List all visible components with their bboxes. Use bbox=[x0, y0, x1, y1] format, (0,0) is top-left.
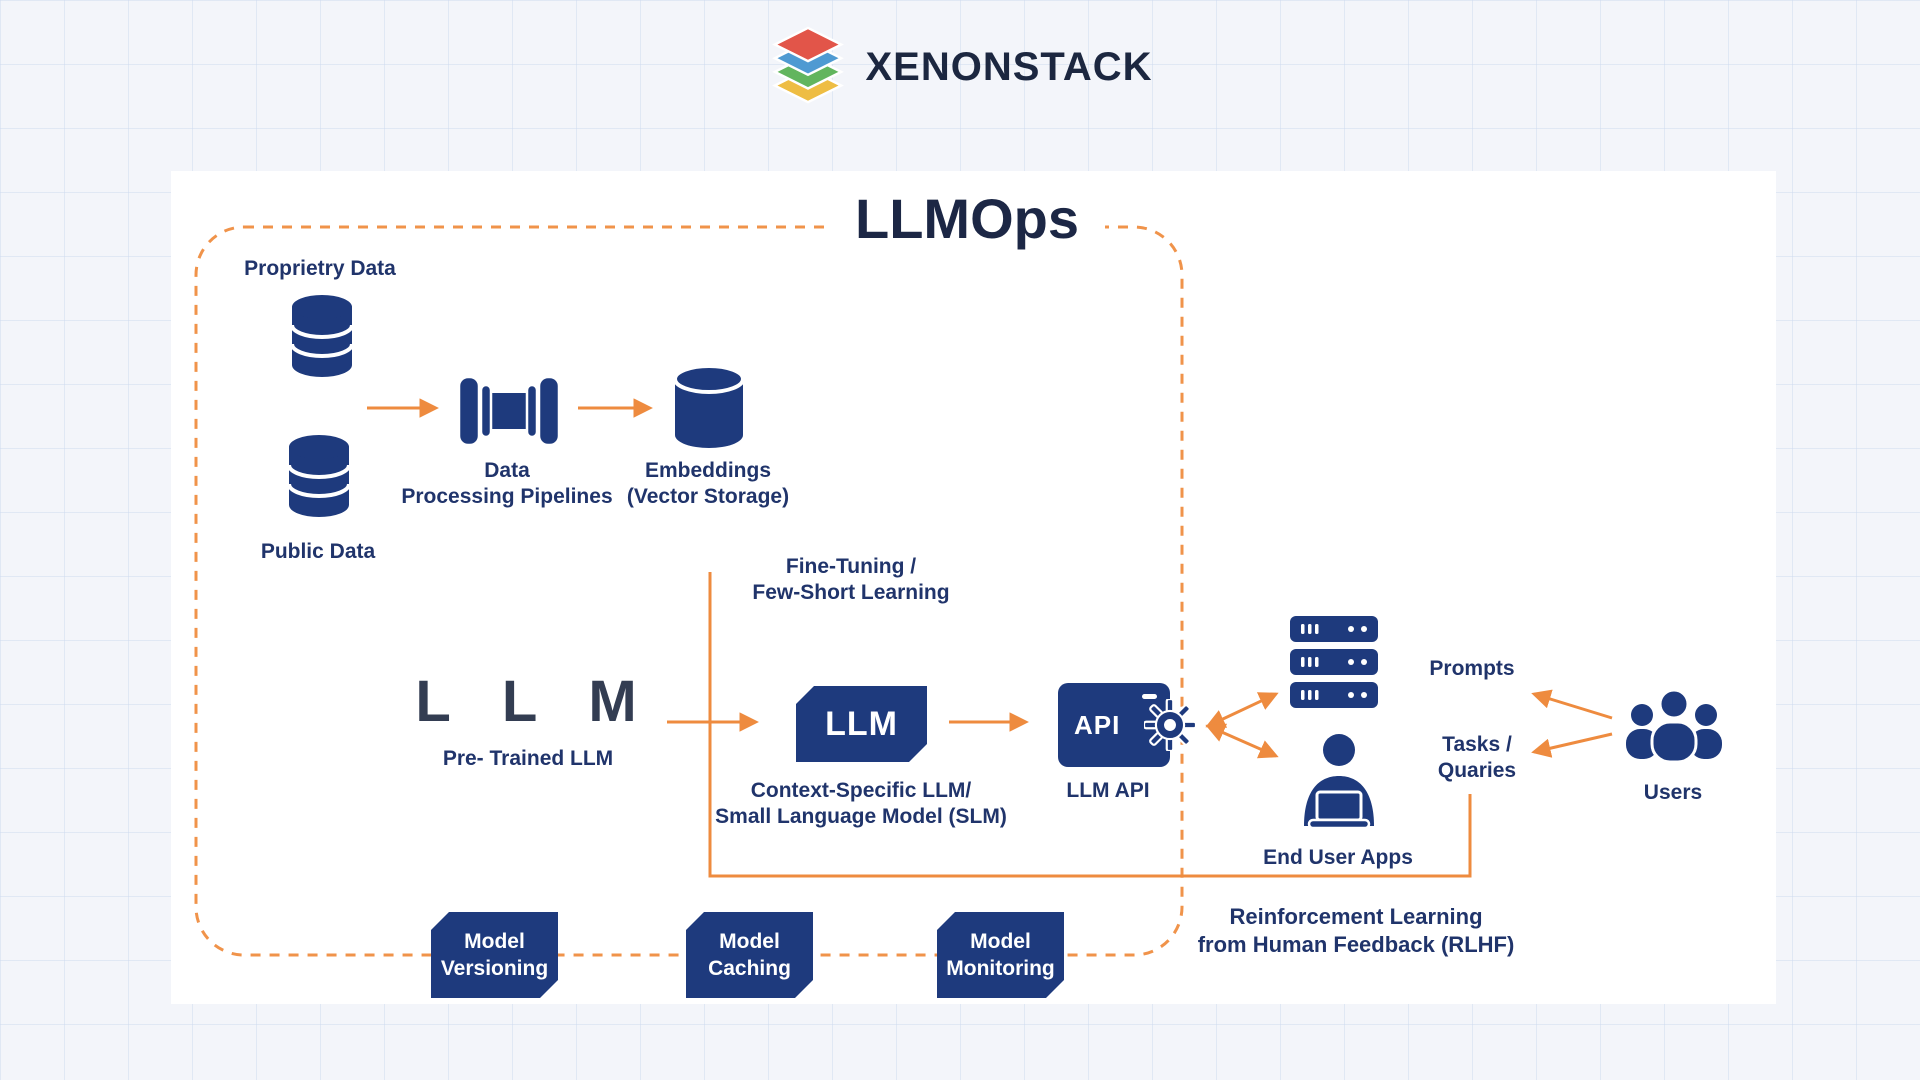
model-caching-box: Model Caching bbox=[686, 912, 813, 998]
pretrained-llm-label: Pre- Trained LLM bbox=[442, 747, 614, 770]
diagram-title: LLMOps bbox=[829, 188, 1105, 250]
llm-model-box: LLM bbox=[796, 686, 927, 762]
brand-header: XENONSTACK bbox=[0, 26, 1920, 108]
proprietry-database-icon bbox=[290, 295, 354, 377]
api-box-label: API bbox=[1074, 709, 1121, 740]
pretrained-llm-wordmark: L L M bbox=[415, 669, 655, 734]
public-data-label: Public Data bbox=[260, 540, 376, 563]
model-monitoring-box: Model Monitoring bbox=[937, 912, 1064, 998]
xenonstack-logo-icon bbox=[772, 26, 845, 104]
embeddings-storage-icon bbox=[673, 364, 745, 448]
gear-icon bbox=[1144, 699, 1196, 751]
proprietry-data-label: Proprietry Data bbox=[244, 257, 396, 280]
data-pipeline-icon bbox=[457, 375, 561, 447]
rlhf-label: Reinforcement Learning from Human Feedba… bbox=[1197, 904, 1515, 957]
server-stack-icon bbox=[1290, 616, 1378, 708]
fine-tuning-label: Fine-Tuning / Few-Short Learning bbox=[752, 555, 950, 605]
prompts-label: Prompts bbox=[1429, 657, 1515, 680]
embeddings-label: Embeddings (Vector Storage) bbox=[626, 459, 790, 509]
public-database-icon bbox=[287, 435, 351, 517]
llm-api-label: LLM API bbox=[1066, 779, 1150, 802]
users-label: Users bbox=[1643, 781, 1703, 804]
users-group-icon bbox=[1626, 688, 1722, 764]
brand-name: XENONSTACK bbox=[865, 44, 1153, 89]
diagram-panel bbox=[171, 171, 1776, 1004]
pipeline-label: Data Processing Pipelines bbox=[401, 459, 613, 509]
end-user-apps-icon bbox=[1304, 734, 1374, 830]
context-specific-label: Context-Specific LLM/ Small Language Mod… bbox=[715, 779, 1007, 829]
api-dash-decoration bbox=[1142, 694, 1157, 699]
model-versioning-box: Model Versioning bbox=[431, 912, 558, 998]
tasks-queries-label: Tasks / Quaries bbox=[1437, 733, 1517, 783]
end-user-apps-label: End User Apps bbox=[1263, 846, 1413, 869]
llm-api-box: API bbox=[1058, 683, 1196, 767]
